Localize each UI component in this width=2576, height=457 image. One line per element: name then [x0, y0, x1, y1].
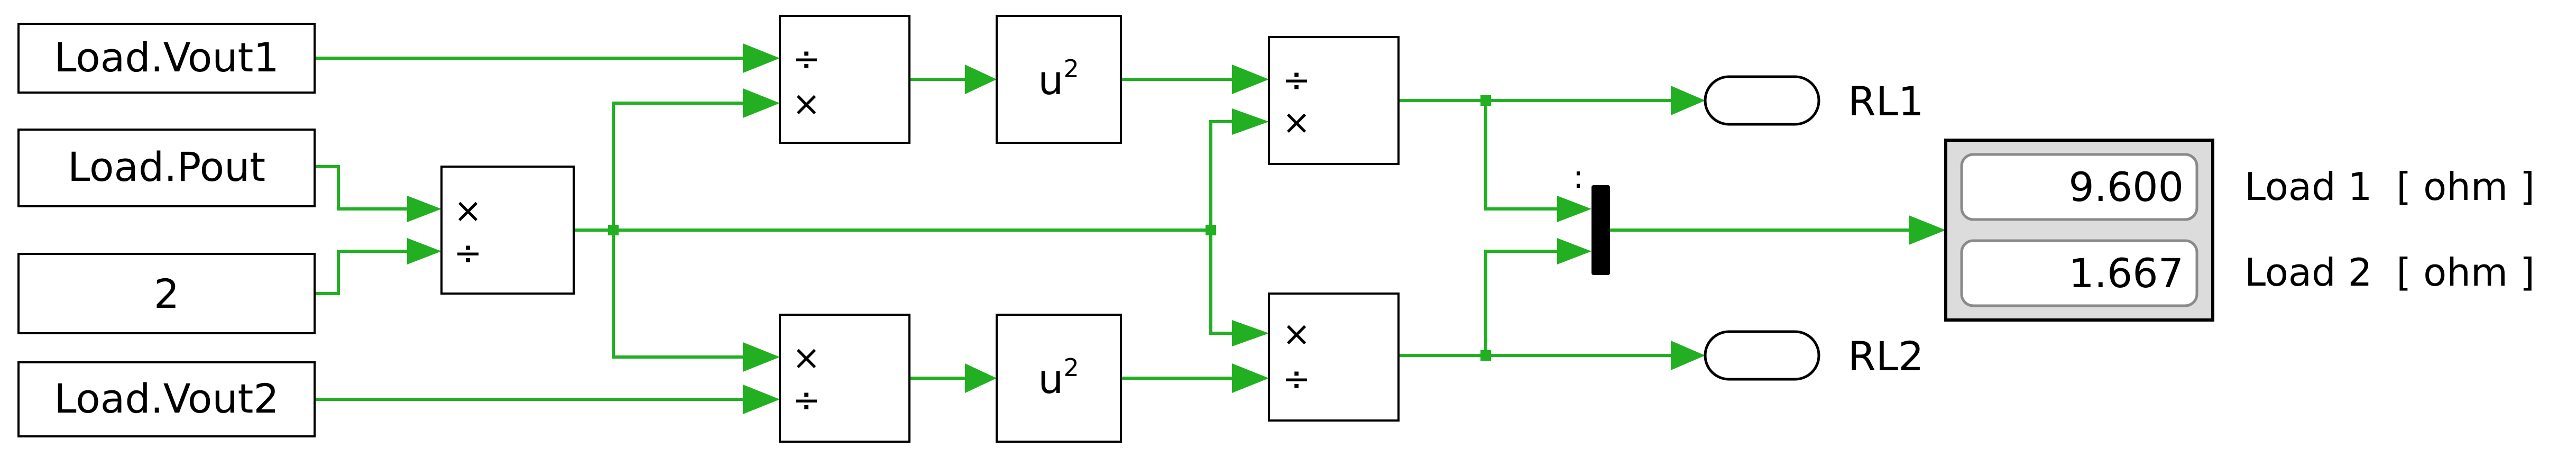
arrow-div2-bottom	[743, 385, 780, 414]
arrow-rl2	[1671, 341, 1705, 370]
operator-multiply: ×	[1282, 103, 1311, 142]
square-exponent: 2	[1063, 353, 1079, 382]
square-block-2[interactable]: u2	[996, 314, 1122, 443]
square-base: u	[1038, 355, 1063, 403]
input-block-const2[interactable]: 2	[17, 253, 316, 334]
square-label: u2	[1038, 353, 1079, 403]
junction-node	[1206, 225, 1216, 235]
arrow-mux-top	[1557, 196, 1591, 222]
display-label-load1: Load 1 [ ohm ]	[2244, 164, 2535, 209]
square-block-1[interactable]: u2	[996, 15, 1122, 144]
input-block-vout2[interactable]: Load.Vout2	[17, 361, 316, 437]
product-block-mid[interactable]: × ÷	[440, 166, 575, 295]
square-base: u	[1038, 57, 1063, 104]
wire-mid-to-div2	[612, 230, 743, 359]
arrow-display-in	[1909, 215, 1946, 245]
display-value-load1: 9.600	[2068, 163, 2184, 211]
goto-tag-rl2[interactable]: RL2	[1704, 330, 1924, 381]
operator-multiply: ×	[454, 191, 482, 231]
input-label-const2: 2	[154, 270, 179, 317]
junction-node	[1480, 350, 1491, 361]
square-label: u2	[1038, 54, 1079, 104]
goto-label-rl1: RL1	[1848, 78, 1924, 125]
input-label-vout2: Load.Vout2	[54, 375, 279, 422]
arrow-div1-top	[743, 43, 780, 73]
wire-pout-to-mid	[315, 165, 407, 211]
input-label-vout1: Load.Vout1	[54, 34, 279, 81]
product-block-out1[interactable]: ÷ ×	[1268, 36, 1400, 165]
arrow-rl1	[1671, 86, 1705, 115]
goto-label-rl2: RL2	[1848, 333, 1924, 380]
wire-const2-to-mid	[315, 250, 407, 295]
display-field-load1	[1960, 153, 2198, 221]
arrow-out2-bottom	[1232, 363, 1269, 393]
display-label-load2: Load 2 [ ohm ]	[2244, 250, 2535, 295]
arrowheads	[407, 43, 1946, 414]
product-block-div1[interactable]: ÷ ×	[779, 15, 910, 144]
wire-mid-to-div1	[612, 102, 743, 230]
arrow-out1-bottom	[1232, 108, 1269, 135]
wire-mid-to-out1	[1209, 120, 1232, 230]
input-block-pout[interactable]: Load.Pout	[17, 129, 316, 207]
signal-wires	[315, 57, 1909, 401]
junction-node	[608, 225, 619, 235]
arrow-mid-top	[407, 196, 441, 222]
product-block-div2[interactable]: × ÷	[779, 314, 910, 443]
operator-multiply: ×	[792, 339, 821, 378]
arrow-sq2-in	[965, 363, 997, 393]
operator-divide: ÷	[792, 381, 821, 420]
display-block[interactable]: 9.600 1.667	[1944, 139, 2214, 322]
junction-node	[1480, 95, 1491, 106]
arrow-sq1-in	[965, 65, 997, 94]
operator-divide: ÷	[792, 40, 821, 79]
mux-port-dots: :	[1573, 159, 1584, 196]
arrow-div1-bottom	[743, 88, 780, 118]
arrow-mid-bottom	[407, 238, 441, 264]
input-block-vout1[interactable]: Load.Vout1	[17, 23, 316, 94]
operator-multiply: ×	[1282, 315, 1311, 354]
arrow-mux-bottom	[1557, 238, 1591, 264]
junction-nodes	[608, 95, 1491, 361]
goto-tag-rl1[interactable]: RL1	[1704, 75, 1924, 126]
wire-out1-to-mux	[1484, 100, 1557, 211]
operator-multiply: ×	[792, 85, 821, 124]
display-field-load2	[1960, 239, 2198, 307]
display-value-load2: 1.667	[2068, 250, 2184, 297]
square-exponent: 2	[1063, 54, 1079, 83]
product-block-out2[interactable]: × ÷	[1268, 293, 1400, 422]
operator-divide: ÷	[1282, 61, 1311, 100]
operator-divide: ÷	[1282, 360, 1311, 399]
arrow-out1-top	[1232, 65, 1269, 94]
arrow-div2-top	[743, 342, 780, 372]
wire-out2-to-mux	[1484, 250, 1557, 355]
mux-block[interactable]: :	[1573, 159, 1610, 275]
wire-mid-to-out2	[1209, 230, 1232, 335]
operator-divide: ÷	[454, 234, 482, 273]
arrow-out2-top	[1232, 320, 1269, 346]
input-label-pout: Load.Pout	[68, 143, 265, 190]
